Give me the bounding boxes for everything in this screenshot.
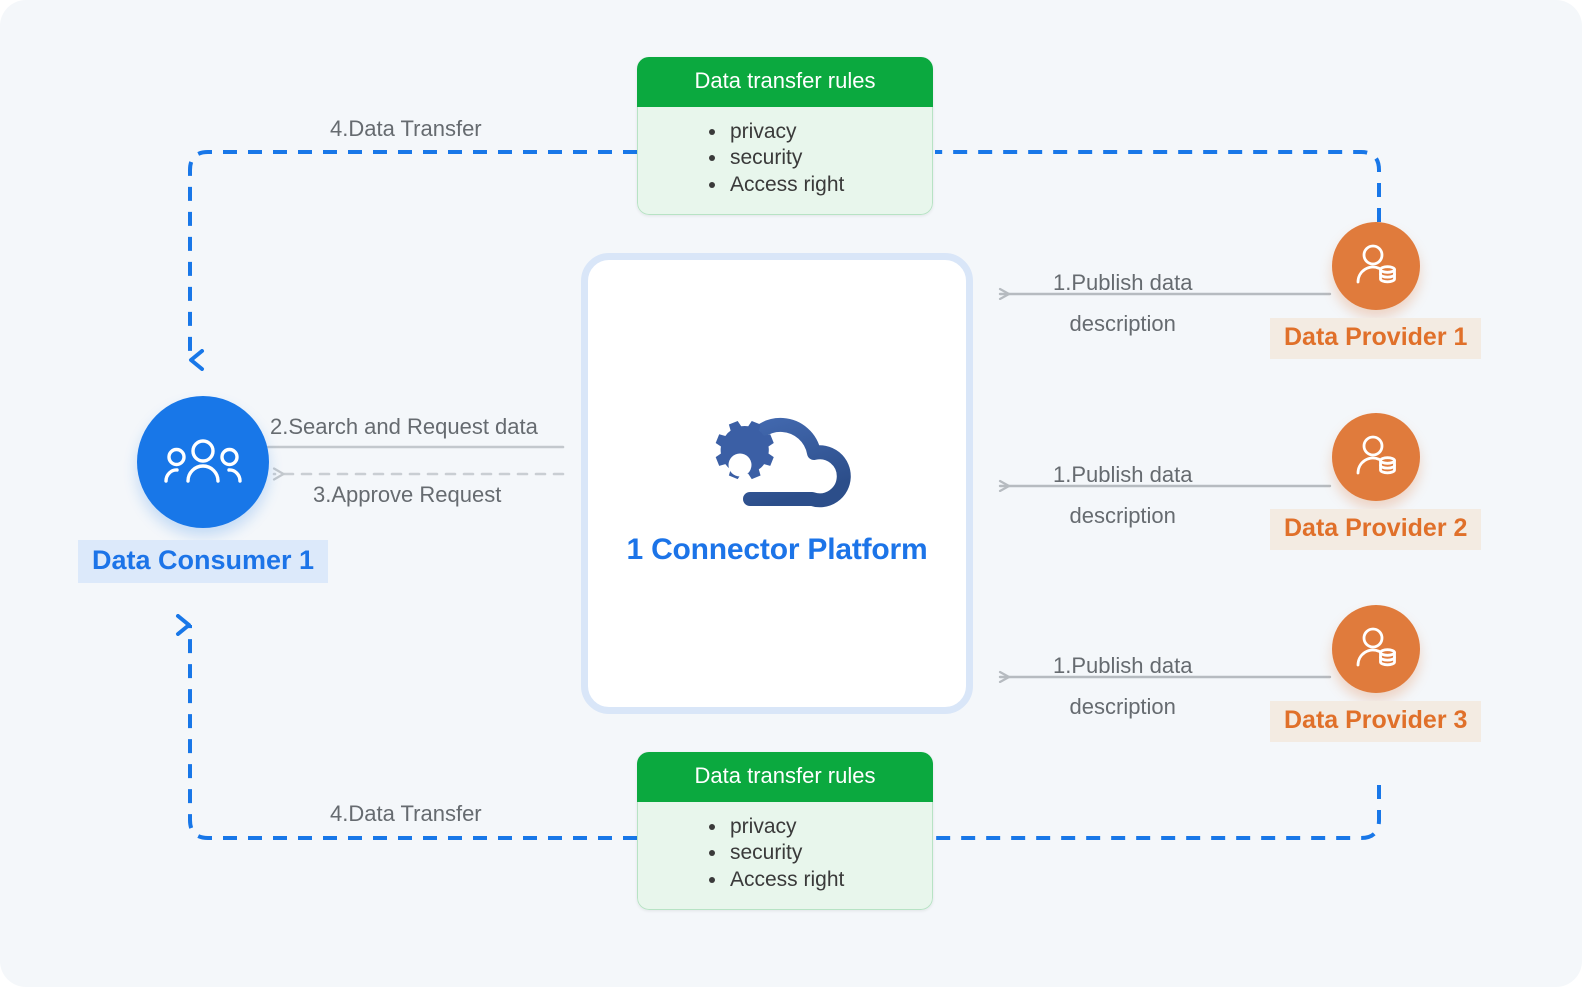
provider-avatar (1331, 413, 1420, 501)
publish-line-2: description (1069, 310, 1176, 336)
person-database-icon (1356, 627, 1396, 667)
gear-shape (715, 420, 774, 479)
publish-line-1: 1.Publish data (1053, 462, 1193, 487)
data-consumer-node[interactable]: Data Consumer 1 (78, 396, 329, 583)
rules-list-item: Access right (728, 172, 932, 198)
rules-list: privacy security Access right (638, 814, 932, 893)
publish-line-2: description (1069, 693, 1176, 719)
flow-label-approve: 3.Approve Request (313, 482, 502, 507)
consumer-avatar (137, 396, 270, 528)
rules-box-body: privacy security Access right (637, 802, 933, 911)
rules-box-title: Data transfer rules (637, 752, 933, 802)
cloud-gear-icon (715, 417, 851, 507)
flow-label-publish-1: 1.Publish data description (1053, 263, 1192, 344)
flow-label-publish-2: 1.Publish data description (1053, 455, 1192, 536)
flow-label-transfer-top: 4.Data Transfer (330, 116, 482, 141)
flow-label-search: 2.Search and Request data (270, 414, 538, 439)
provider-avatar (1331, 222, 1420, 310)
consumer-label: Data Consumer 1 (78, 540, 329, 583)
person-database-icon (1356, 435, 1396, 475)
people-group-icon (164, 439, 242, 483)
rules-list-item: Access right (728, 867, 932, 893)
rules-list: privacy security Access right (638, 119, 932, 198)
rules-list-item: privacy (728, 119, 932, 145)
connector-platform-card[interactable]: 1 Connector Platform (581, 253, 973, 714)
flow-label-publish-3: 1.Publish data description (1053, 646, 1192, 727)
publish-line-1: 1.Publish data (1053, 270, 1193, 295)
provider-label: Data Provider 1 (1270, 318, 1482, 359)
rules-list-item: security (728, 840, 932, 866)
data-provider-2-node[interactable]: Data Provider 2 (1270, 413, 1482, 550)
data-provider-1-node[interactable]: Data Provider 1 (1270, 222, 1482, 359)
publish-line-1: 1.Publish data (1053, 653, 1193, 678)
platform-title: 1 Connector Platform (626, 532, 928, 566)
rules-list-item: privacy (728, 814, 932, 840)
provider-label: Data Provider 3 (1270, 701, 1482, 742)
publish-line-2: description (1069, 502, 1176, 528)
data-transfer-rules-box-bottom: Data transfer rules privacy security Acc… (637, 752, 933, 911)
data-provider-3-node[interactable]: Data Provider 3 (1270, 605, 1482, 742)
flow-label-transfer-bottom: 4.Data Transfer (330, 801, 482, 826)
rules-list-item: security (728, 145, 932, 171)
data-transfer-rules-box-top: Data transfer rules privacy security Acc… (637, 57, 933, 216)
rules-box-title: Data transfer rules (637, 57, 933, 107)
provider-avatar (1331, 605, 1420, 693)
person-database-icon (1356, 244, 1396, 284)
rules-box-body: privacy security Access right (637, 107, 933, 216)
provider-label: Data Provider 2 (1270, 509, 1482, 550)
